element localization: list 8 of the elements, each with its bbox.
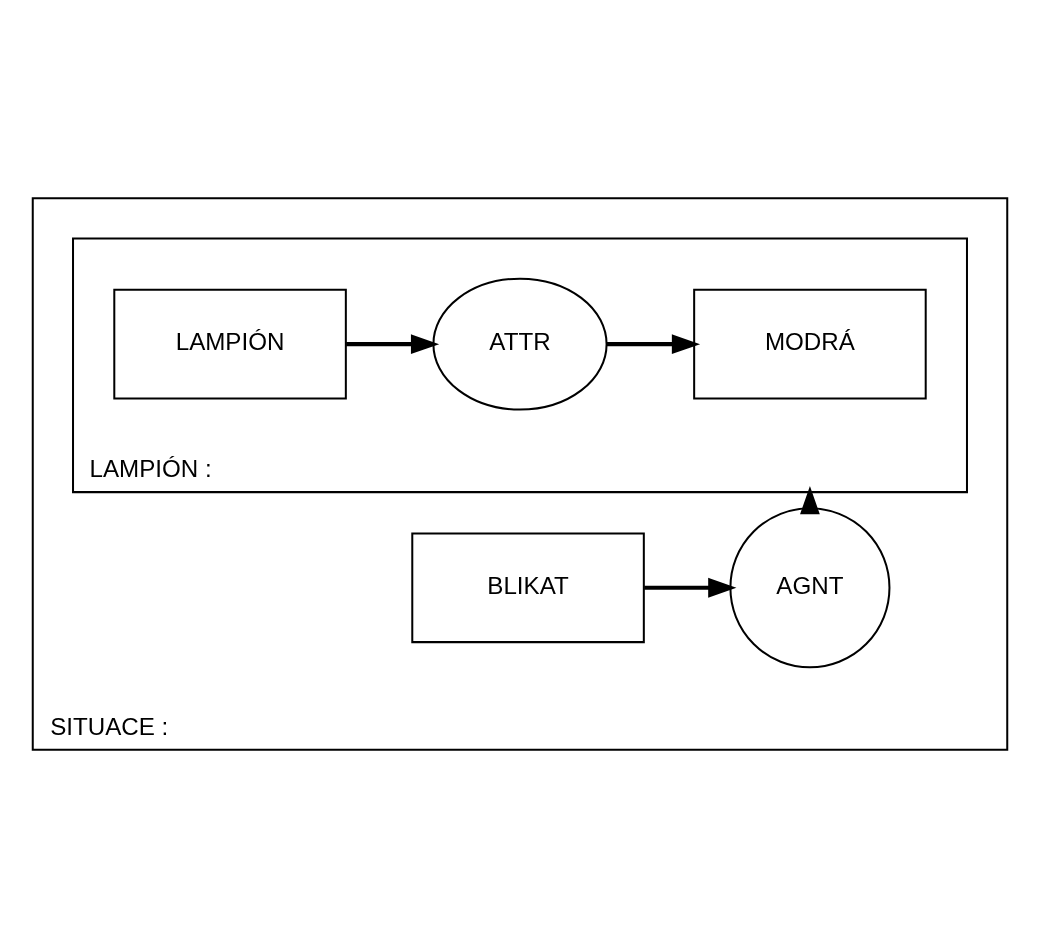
arrow xyxy=(644,577,737,598)
arrow xyxy=(606,333,701,354)
arrow xyxy=(800,485,820,514)
node-box: BLIKAT xyxy=(411,531,645,643)
node-ellipse: ATTR xyxy=(432,277,608,411)
arrow xyxy=(346,333,440,354)
node-box: MODRÁ xyxy=(693,288,927,399)
node-box: LAMPIÓN xyxy=(113,288,347,399)
